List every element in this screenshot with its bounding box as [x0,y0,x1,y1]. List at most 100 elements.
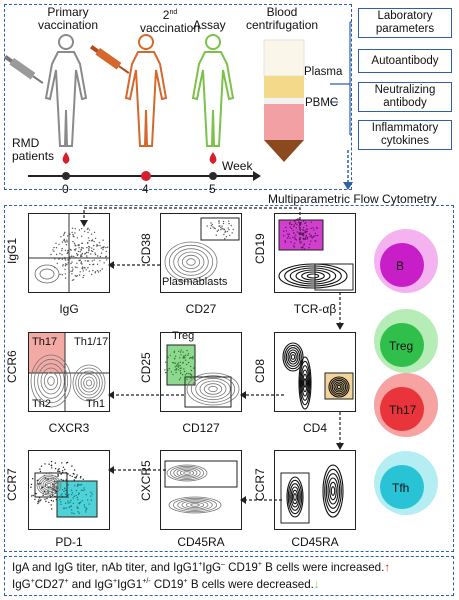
th1-17-quadrant-label: Th1/17 [74,336,109,348]
event-dot [64,502,67,504]
event-dot [61,462,63,464]
event-dot [183,370,186,373]
event-dot [295,227,297,229]
density-contour [295,269,331,283]
density-contour [85,379,93,387]
event-dot [69,501,71,504]
event-dot [221,225,223,227]
param-cytokines: Inflammatory cytokines [358,120,452,150]
event-dot [302,234,304,236]
density-contour [330,486,336,496]
event-dot [284,241,287,243]
event-dot [70,489,73,491]
event-dot [81,235,83,237]
plot-cd8-cd4 [274,332,356,412]
event-dot [73,279,75,281]
event-dot [93,240,95,243]
density-contour [306,273,320,279]
event-dot [85,507,87,509]
event-dot [77,499,79,501]
event-dot [38,499,40,501]
event-dot [293,224,295,226]
event-dot [64,256,66,259]
density-contour [75,367,103,399]
event-dot [224,238,226,240]
event-dot [228,222,230,225]
event-dot [179,351,182,353]
event-dot [290,227,293,230]
density-contour [30,354,72,408]
event-dot [71,231,73,234]
event-dot [85,494,87,496]
event-dot [39,500,41,502]
event-dot [58,243,60,246]
event-dot [289,221,291,224]
event-dot [186,372,188,375]
drop-marker-week0 [62,152,70,164]
event-dot [30,486,32,488]
param-neutralizing: Neutralizing antibody [358,82,452,112]
density-contour [290,354,296,360]
event-dot [68,254,70,257]
event-dot [37,502,39,505]
event-dot [293,245,295,247]
treg-cell-label: Treg [389,339,414,353]
event-dot [310,227,312,229]
event-dot [174,369,176,371]
event-dot [87,241,89,244]
event-dot [61,493,63,495]
event-dot [72,233,74,236]
event-dot [30,483,33,486]
event-dot [305,228,308,230]
event-dot [305,236,307,238]
flow-panel-frame [4,205,454,552]
event-dot [285,226,287,229]
event-dot [174,366,176,368]
event-dot [79,259,81,261]
event-dot [96,244,98,246]
event-dot [189,356,192,359]
event-dot [82,276,84,279]
event-dot [164,371,167,374]
density-contour [168,496,222,514]
density-contour [72,364,106,402]
week-5-label: 5 [209,182,216,196]
event-dot [178,350,180,352]
event-dot [97,244,99,247]
event-dot [75,476,78,478]
event-dot [69,233,71,235]
event-dot [65,244,67,246]
event-dot [309,233,311,235]
event-dot [59,252,61,255]
event-dot [58,468,60,470]
event-dot [61,258,64,260]
event-dot [44,498,46,500]
density-contour [331,379,347,395]
event-dot [309,243,311,245]
event-dot [81,242,83,244]
event-dot [63,233,65,235]
event-dot [84,260,86,262]
event-dot [60,236,62,238]
top-panel-frame [4,4,352,190]
density-contour [329,481,337,501]
event-dot [190,377,192,379]
event-dot [306,236,309,239]
event-dot [62,234,65,236]
event-dot [62,470,64,472]
event-dot [183,368,185,370]
density-contour [301,369,309,397]
event-dot [313,229,315,231]
density-contour [282,342,304,372]
event-dot [98,242,101,244]
event-dot [73,255,75,258]
event-dot [67,502,69,504]
event-dot [296,223,298,226]
blood-centrifugation-label: Blood centrifugation [246,5,319,32]
event-dot [180,349,182,351]
event-dot [78,247,80,249]
event-dot [96,270,99,272]
event-dot [75,257,78,259]
event-dot [71,494,73,496]
density-contour [40,367,62,395]
